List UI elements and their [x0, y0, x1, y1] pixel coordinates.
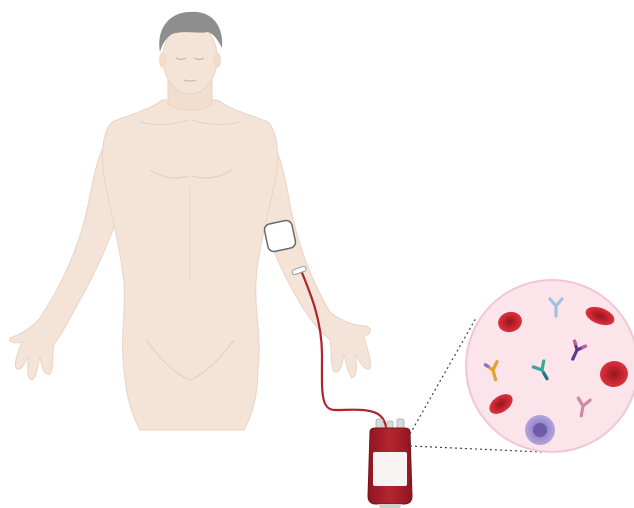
blood-bag	[368, 419, 412, 508]
bag-label	[373, 452, 407, 486]
left-ear	[159, 52, 167, 68]
white-blood-cell	[525, 415, 555, 445]
dressing-pad	[263, 219, 296, 252]
magnified-view	[466, 280, 634, 452]
bag-bottom-tab	[378, 504, 402, 508]
human-figure	[10, 12, 371, 430]
right-ear	[213, 52, 221, 68]
